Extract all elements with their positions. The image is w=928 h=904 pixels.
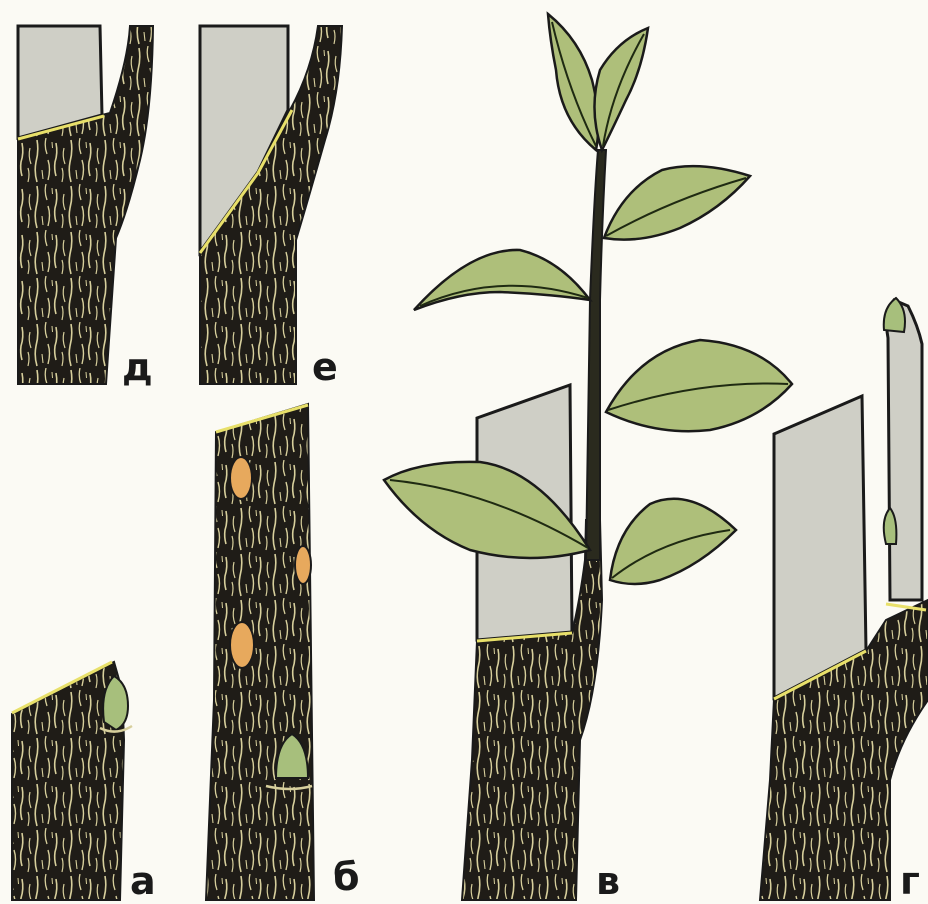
bud-scar-icon (295, 546, 311, 584)
panel-label-g: г (900, 862, 920, 900)
trunk-stub (206, 404, 314, 900)
panel-label-a: а (130, 862, 156, 900)
leaf-icon (594, 28, 648, 150)
bud-scar-icon (230, 457, 252, 499)
panel-e (200, 26, 342, 384)
shoot-stem (586, 150, 606, 560)
leaf-icon (414, 250, 590, 310)
panel-label-b: б (333, 858, 360, 896)
leaf-icon (610, 499, 736, 584)
panel-label-e: е (312, 348, 338, 386)
leaf-icon (606, 340, 792, 431)
panel-v (384, 14, 792, 900)
panel-d (18, 26, 153, 384)
removed-wood-section (887, 300, 922, 600)
panel-label-v: в (596, 862, 620, 900)
panel-b (206, 404, 314, 900)
panel-label-d: д (122, 348, 153, 386)
removed-wood-section (774, 396, 866, 698)
panel-a (12, 662, 132, 900)
bud-scar-icon (230, 622, 254, 668)
